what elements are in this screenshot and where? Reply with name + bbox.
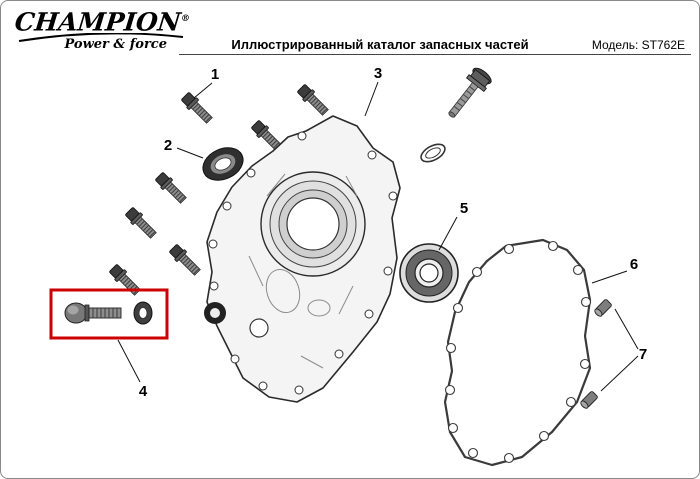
bolt-icon xyxy=(123,205,159,241)
bolt-icon xyxy=(179,90,215,126)
bolt-icon xyxy=(107,262,143,298)
leader-lines xyxy=(117,81,639,392)
highlight-box xyxy=(49,288,169,340)
callout-4: 4 xyxy=(139,383,148,400)
drain-plug-assembly xyxy=(49,288,169,340)
callout-3: 3 xyxy=(374,65,382,82)
callout-7: 7 xyxy=(639,346,647,363)
brand-name: CHAMPION® xyxy=(13,6,196,37)
brand-text: CHAMPION xyxy=(13,7,183,37)
header-divider xyxy=(179,54,691,55)
registered-mark: ® xyxy=(180,14,191,24)
callout-6: 6 xyxy=(630,256,638,273)
oil-dipstick xyxy=(420,67,492,163)
brand-swoosh xyxy=(18,33,184,42)
brand-tagline: Power & force xyxy=(64,37,168,53)
brand-logo: CHAMPION® Power & force xyxy=(13,6,196,53)
callout-2: 2 xyxy=(164,137,172,154)
ball-bearing xyxy=(399,243,459,303)
callout-1: 1 xyxy=(211,66,219,83)
crankcase-cover xyxy=(204,115,401,403)
callout-5: 5 xyxy=(460,200,468,217)
dipstick-gasket xyxy=(420,143,446,163)
bolt-icon xyxy=(153,170,189,206)
bolt-icon xyxy=(167,242,203,278)
oil-seal xyxy=(202,147,244,181)
dowel-pins xyxy=(578,298,613,411)
dowel-pin-icon xyxy=(578,390,599,411)
page-title: Иллюстрированный каталог запасных частей xyxy=(231,37,529,52)
dowel-pin-icon xyxy=(592,298,613,319)
exploded-parts-diagram: 1 2 3 4 5 6 7 xyxy=(49,65,647,467)
bolt-icon xyxy=(295,82,331,118)
cover-gasket xyxy=(443,238,592,467)
model-label: Модель: ST762E xyxy=(591,38,685,52)
